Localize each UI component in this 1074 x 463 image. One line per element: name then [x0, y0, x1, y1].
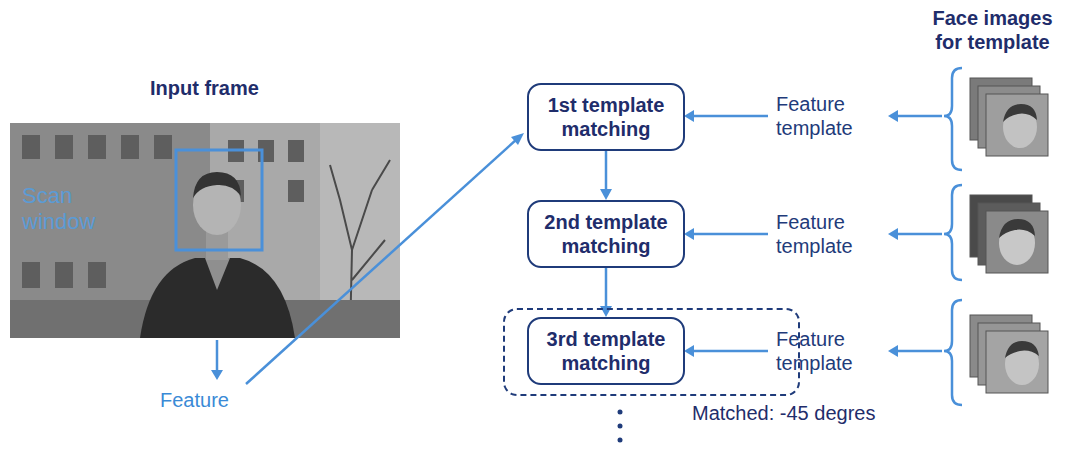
template-arrows [684, 110, 942, 357]
box-text: 3rd template matching [529, 327, 683, 375]
feature-template-label: Feature template [776, 92, 881, 140]
flow-arrow [600, 151, 612, 200]
match-group: Matched: -45 degres3rd template matching [503, 308, 800, 396]
connector-line [605, 268, 608, 308]
result-label: Matched: -45 degres [692, 402, 875, 425]
scan-window [176, 150, 262, 250]
face-image-stack [970, 78, 1048, 156]
arrow-head [600, 189, 612, 200]
panel-title: Input frame [150, 76, 259, 100]
process-box: 1st template matching [527, 83, 685, 151]
feature-arrow [211, 133, 524, 384]
connector-line [605, 151, 608, 191]
bracket [944, 68, 962, 405]
column-title: Face images for template [925, 6, 1060, 54]
process-box: 2nd template matching [527, 200, 685, 268]
continuation-dots [618, 410, 623, 443]
box-text: 2nd template matching [529, 210, 683, 258]
feature-template-label: Feature template [776, 210, 881, 258]
process-box: 3rd template matching [527, 317, 685, 385]
face-image-stack [970, 195, 1048, 273]
box-text: 1st template matching [529, 93, 683, 141]
face-image-stack [970, 315, 1048, 393]
street-photo [10, 123, 400, 338]
scan-window-label: Scan window [22, 183, 107, 236]
feature-label: Feature [160, 388, 229, 412]
feature-template-label: Feature template [776, 327, 881, 375]
